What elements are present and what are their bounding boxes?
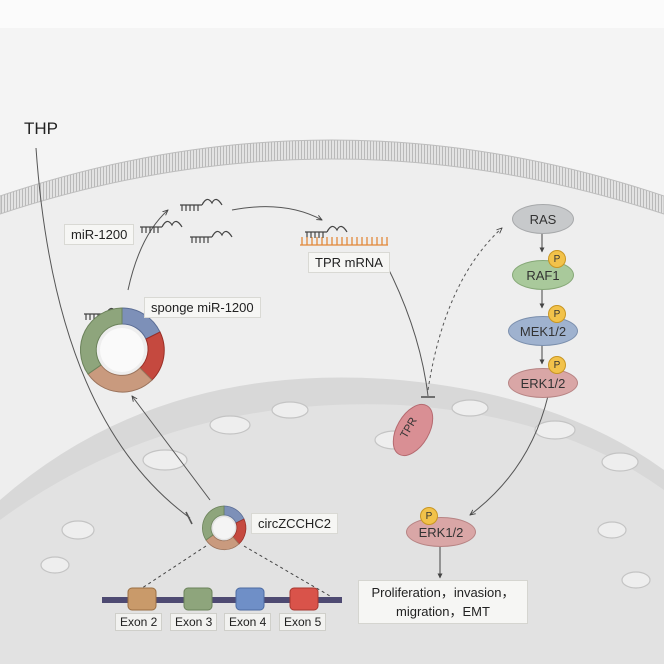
mirna-label: miR-1200 xyxy=(64,224,135,245)
tpr-mrna-strand xyxy=(300,237,388,246)
exon-3-label: Exon 3 xyxy=(170,613,218,631)
gene-backbone xyxy=(102,597,342,603)
cell-membrane xyxy=(0,139,664,215)
mek-phospho-badge: P xyxy=(548,305,566,323)
erk-nuclear-phospho-badge: P xyxy=(420,507,438,525)
sponge-to-mirna-arrow xyxy=(127,210,168,291)
exon-2-label: Exon 2 xyxy=(115,613,163,631)
exon-4-block xyxy=(235,587,265,611)
circrna-sponge-ring xyxy=(79,307,165,393)
exon-3-block xyxy=(183,587,213,611)
erk-phospho-badge: P xyxy=(548,356,566,374)
thp-inhibition-bar xyxy=(185,511,193,525)
mirna-to-mrna-arrow xyxy=(231,206,322,220)
tpr-protein xyxy=(392,403,434,457)
outcome-box: Proliferation，invasion， migration，EMT xyxy=(358,580,528,624)
circrna-label: circZCCHC2 xyxy=(251,513,338,534)
mrna-label: TPR mRNA xyxy=(308,252,390,273)
outcome-line-1: Proliferation，invasion， xyxy=(371,585,515,600)
exon-2-block xyxy=(127,587,157,611)
raf-node: RAF1 xyxy=(512,260,574,290)
exon-4-label: Exon 4 xyxy=(224,613,272,631)
circrna-nuclear-ring xyxy=(202,505,247,551)
raf-phospho-badge: P xyxy=(548,250,566,268)
tpr-to-ras-arrow xyxy=(427,228,502,391)
sponge-label: sponge miR-1200 xyxy=(144,297,261,318)
drug-label: THP xyxy=(24,119,58,138)
exon-5-block xyxy=(289,587,319,611)
erk-node: ERK1/2 xyxy=(508,368,578,398)
mirna-molecules xyxy=(84,198,348,320)
mek-node: MEK1/2 xyxy=(508,316,578,346)
mrna-inhibition-line xyxy=(384,261,429,397)
thp-inhibition-line xyxy=(35,147,191,519)
exon-5-label: Exon 5 xyxy=(279,613,327,631)
erk-nuclear-node: ERK1/2 xyxy=(406,517,476,547)
ras-node: RAS xyxy=(512,204,574,234)
circ-to-exon-right-dash xyxy=(243,545,331,597)
erk-translocation-arrow xyxy=(470,395,549,515)
outcome-line-2: migration，EMT xyxy=(396,604,490,619)
circ-export-arrow xyxy=(132,396,211,501)
